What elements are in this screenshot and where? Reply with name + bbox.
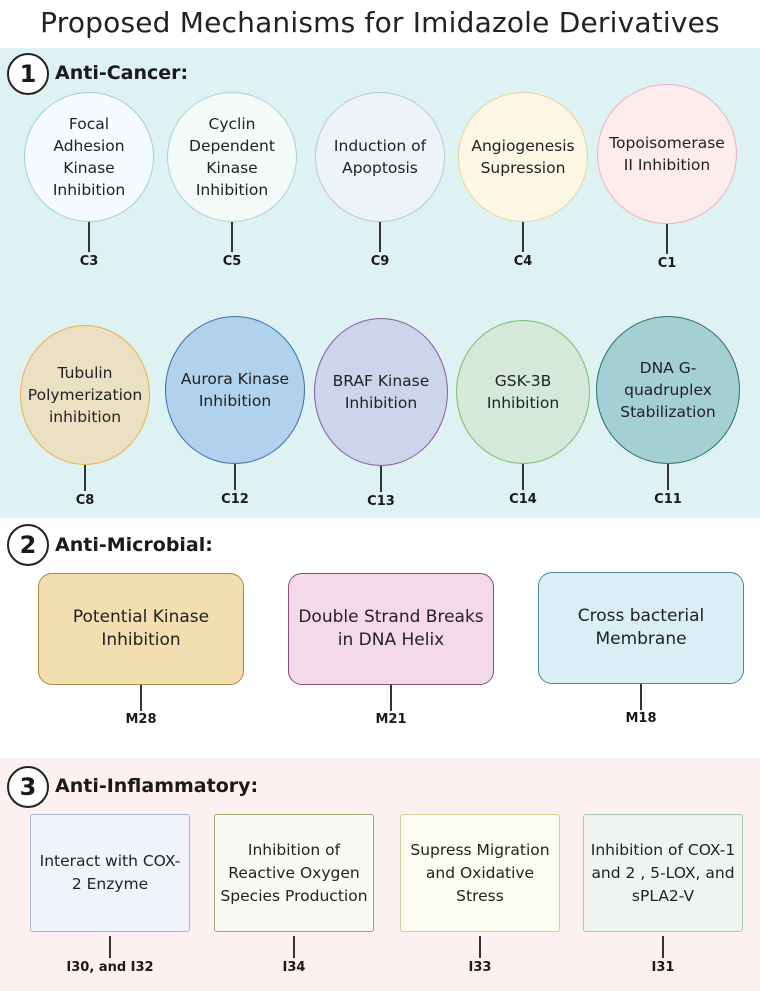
section-title-anti-cancer: Anti-Cancer: <box>55 62 189 84</box>
connector-line <box>390 685 392 711</box>
compound-code-c11: C11 <box>654 492 682 507</box>
compound-code-i33: I33 <box>468 960 492 975</box>
section-number-3: 3 <box>7 766 49 808</box>
compound-code-c1: C1 <box>657 256 677 271</box>
section-number-2: 2 <box>7 524 49 566</box>
connector-line <box>379 222 381 252</box>
mechanism-circle-tubulin-polymerization-inhibition: Tubulin Polymerization inhibition <box>20 325 150 465</box>
mechanism-box-double-strand-breaks-in-dna-helix: Double Strand Breaks in DNA Helix <box>288 573 494 685</box>
connector-line <box>109 936 111 958</box>
compound-code-m21: M21 <box>375 712 407 727</box>
connector-line <box>380 466 382 492</box>
mechanism-circle-cyclin-dependent-kinase-inhibition: Cyclin Dependent Kinase Inhibition <box>167 92 297 222</box>
connector-line <box>667 464 669 490</box>
diagram-title: Proposed Mechanisms for Imidazole Deriva… <box>40 6 720 39</box>
mechanism-box-inhibition-of-reactive-oxygen-species-production: Inhibition of Reactive Oxygen Species Pr… <box>214 814 374 932</box>
connector-line <box>140 685 142 711</box>
connector-line <box>293 936 295 958</box>
compound-code-m18: M18 <box>625 711 657 726</box>
mechanism-circle-braf-kinase-inhibition: BRAF Kinase Inhibition <box>314 318 448 466</box>
compound-code-m28: M28 <box>125 712 157 727</box>
mechanism-circle-focal-adhesion-kinase-inhibition: Focal Adhesion Kinase Inhibition <box>24 92 154 222</box>
mechanism-box-potential-kinase-inhibition: Potential Kinase Inhibition <box>38 573 244 685</box>
connector-line <box>640 684 642 710</box>
mechanism-box-supress-migration-and-oxidative-stress: Supress Migration and Oxidative Stress <box>400 814 560 932</box>
connector-line <box>522 464 524 490</box>
connector-line <box>662 936 664 958</box>
compound-code-c4: C4 <box>513 254 533 269</box>
mechanism-circle-induction-of-apoptosis: Induction of Apoptosis <box>315 92 445 222</box>
connector-line <box>234 464 236 490</box>
section-number-1: 1 <box>7 53 49 95</box>
mechanism-circle-aurora-kinase-inhibition: Aurora Kinase Inhibition <box>165 316 305 464</box>
compound-code-c9: C9 <box>370 254 390 269</box>
mechanism-box-cross-bacterial-membrane: Cross bacterial Membrane <box>538 572 744 684</box>
connector-line <box>666 224 668 254</box>
mechanism-circle-topoisomerase-ii-inhibition: Topoisomerase II Inhibition <box>597 84 737 224</box>
section-title-anti-microbial: Anti-Microbial: <box>55 534 213 556</box>
section-title-anti-inflammatory: Anti-Inflammatory: <box>55 775 259 797</box>
mechanism-box-inhibition-of-cox-1-and-2-5-lox-and-spla2-v: Inhibition of COX-1 and 2 , 5-LOX, and s… <box>583 814 743 932</box>
compound-code-i30-and-i32: I30, and I32 <box>66 960 154 975</box>
connector-line <box>522 222 524 252</box>
compound-code-i31: I31 <box>651 960 675 975</box>
compound-code-c3: C3 <box>79 254 99 269</box>
mechanism-circle-angiogenesis-supression: Angiogenesis Supression <box>458 92 588 222</box>
compound-code-c13: C13 <box>367 494 395 509</box>
compound-code-c8: C8 <box>75 493 95 508</box>
connector-line <box>479 936 481 958</box>
mechanism-circle-gsk-3b-inhibition: GSK-3B Inhibition <box>456 320 590 464</box>
compound-code-c5: C5 <box>222 254 242 269</box>
mechanism-circle-dna-g-quadruplex-stabilization: DNA G-quadruplex Stabilization <box>596 316 740 464</box>
connector-line <box>88 222 90 252</box>
connector-line <box>231 222 233 252</box>
compound-code-c14: C14 <box>509 492 537 507</box>
compound-code-c12: C12 <box>221 492 249 507</box>
compound-code-i34: I34 <box>282 960 306 975</box>
mechanism-box-interact-with-cox-2-enzyme: Interact with COX-2 Enzyme <box>30 814 190 932</box>
connector-line <box>84 465 86 491</box>
